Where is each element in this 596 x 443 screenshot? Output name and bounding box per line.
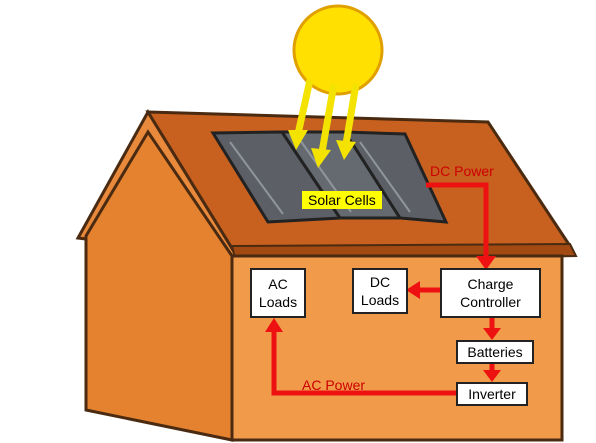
dc-loads-line1: DC: [369, 274, 391, 290]
ac-power-label: AC Power: [302, 377, 366, 393]
inverter-box: Inverter: [456, 382, 528, 406]
batteries-arrowhead: [483, 328, 501, 340]
charge-controller-line2: Controller: [460, 294, 521, 310]
sun-icon: [292, 4, 384, 96]
dc-loads-arrowhead: [406, 281, 420, 299]
ac-power-arrow: [271, 330, 456, 396]
ac-loads-line1: AC: [268, 276, 288, 292]
power-flow-arrows: [265, 182, 501, 396]
dc-power-arrow: [426, 182, 489, 258]
ac-loads-line2: Loads: [258, 294, 298, 310]
dc-power-arrowhead: [476, 256, 496, 270]
charge-controller-box: Charge Controller: [440, 268, 541, 318]
batteries-box: Batteries: [456, 340, 534, 364]
inverter-arrowhead: [483, 370, 501, 382]
dc-loads-line2: Loads: [360, 292, 400, 308]
ac-loads-box: AC Loads: [250, 268, 306, 318]
charge-controller-line1: Charge: [467, 276, 514, 292]
solar-cells-label: Solar Cells: [302, 191, 382, 209]
dc-power-label: DC Power: [430, 163, 494, 179]
ac-power-arrowhead: [265, 318, 283, 332]
sun-rays: [288, 79, 360, 168]
dc-loads-box: DC Loads: [352, 268, 408, 314]
